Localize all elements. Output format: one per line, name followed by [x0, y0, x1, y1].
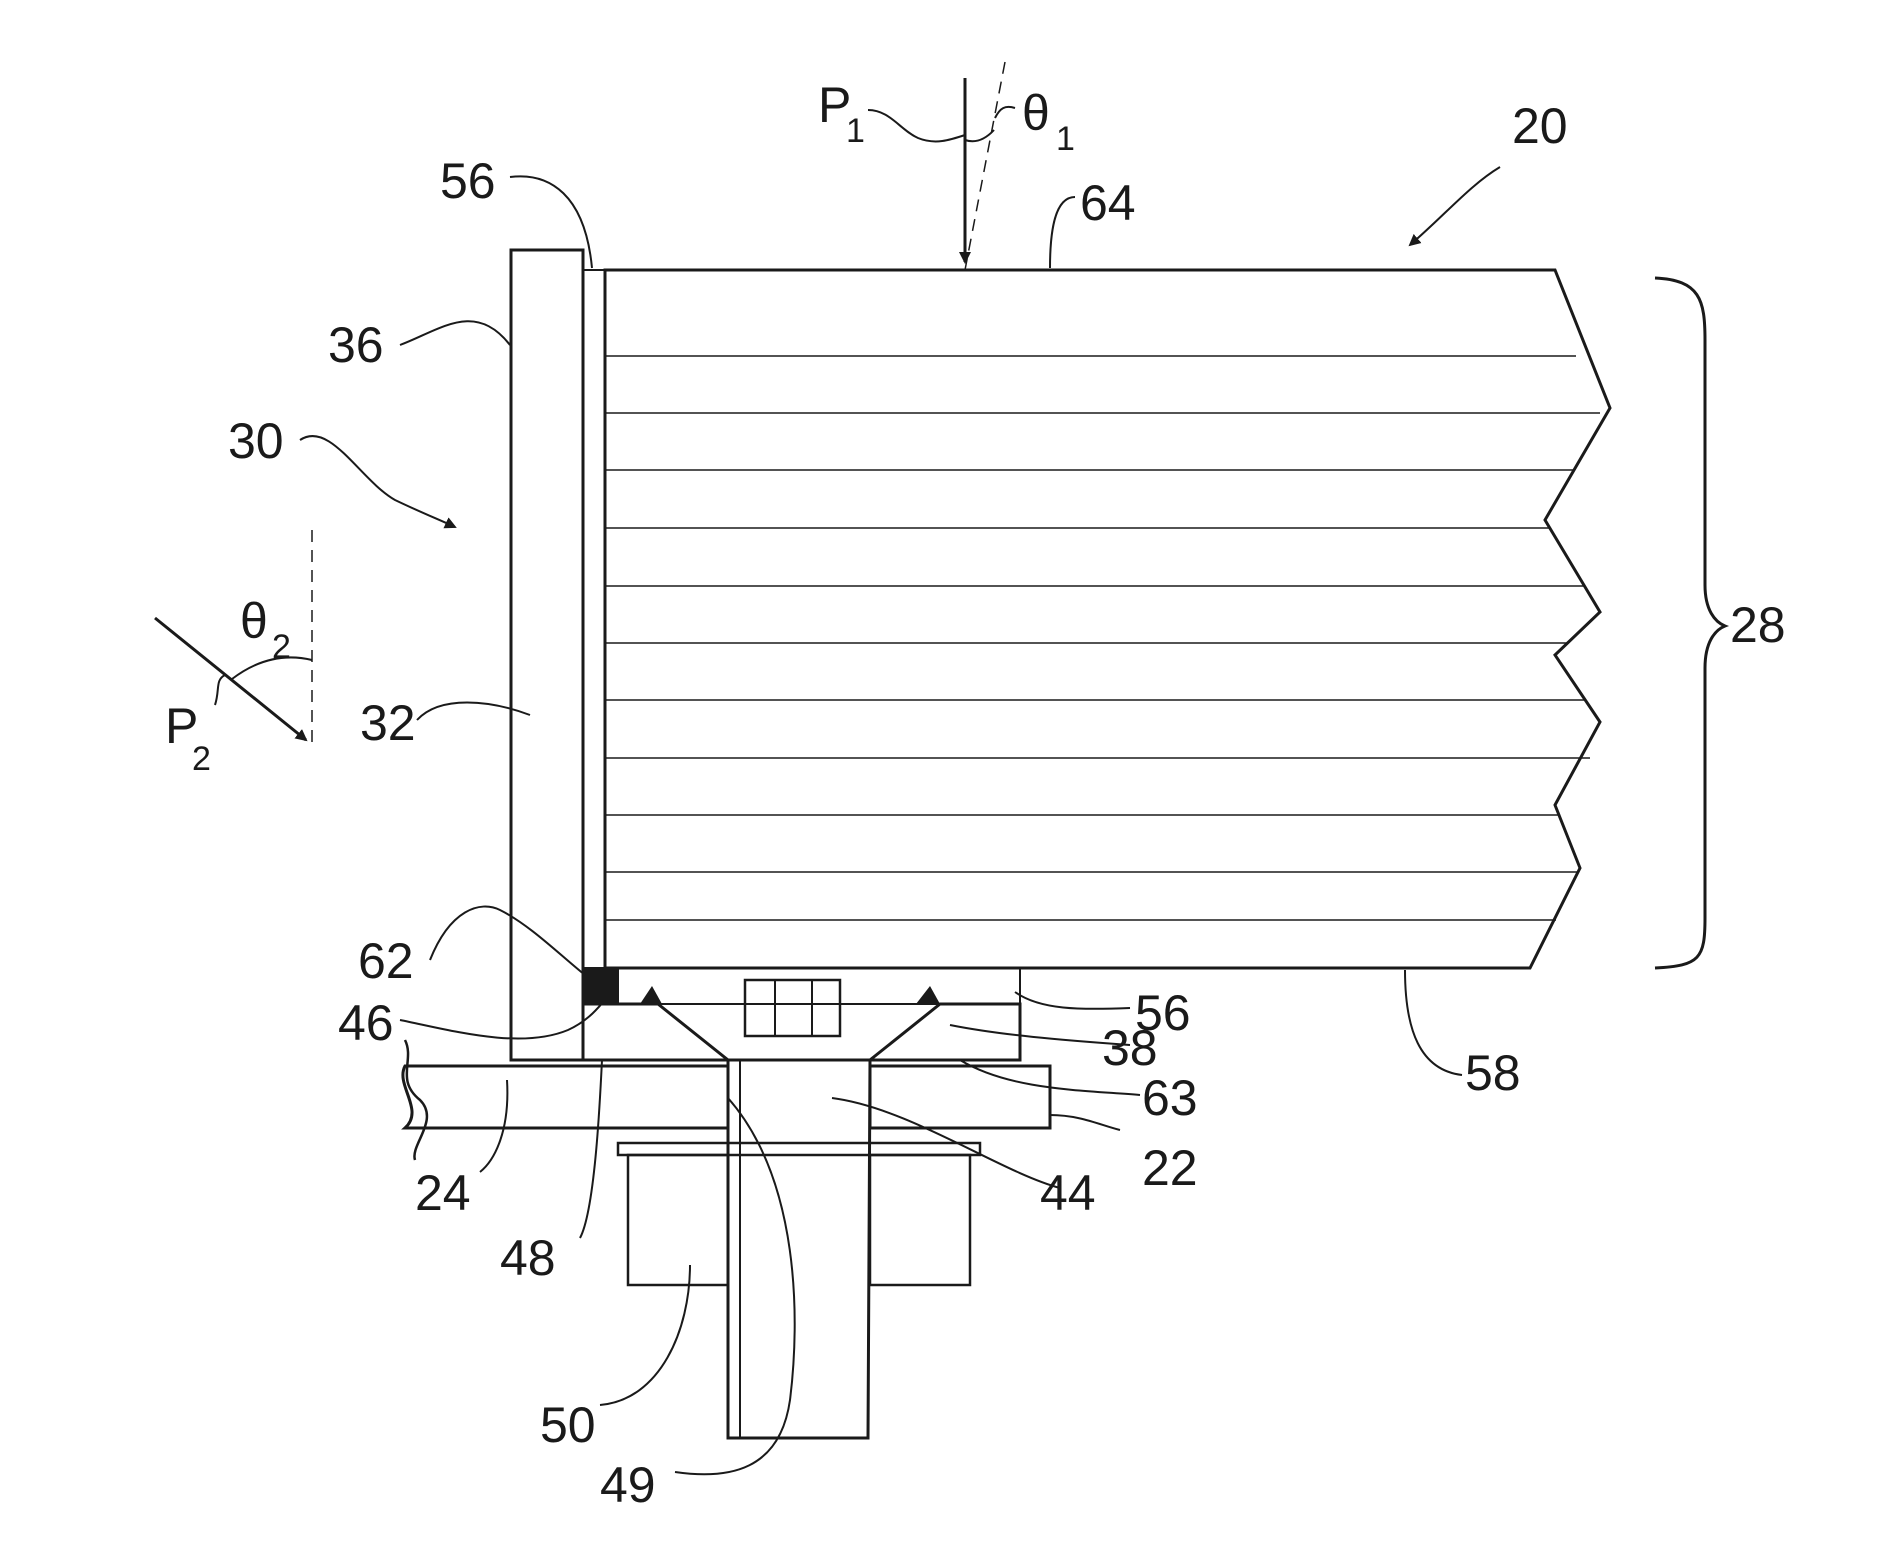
- countersink-right: [916, 986, 940, 1004]
- base-plate-right: [870, 1066, 1050, 1128]
- washer: [618, 1143, 980, 1155]
- base-plate-left: [403, 1066, 728, 1128]
- bracket-vertical-leg: [511, 250, 583, 1060]
- label-20: 20: [1512, 98, 1568, 154]
- nut-left: [628, 1155, 728, 1285]
- label-49: 49: [600, 1457, 656, 1513]
- label-36: 36: [328, 317, 384, 373]
- label-24: 24: [415, 1165, 471, 1221]
- adhesive-layer-vertical: [583, 270, 605, 968]
- label-48: 48: [500, 1230, 556, 1286]
- label-22: 22: [1142, 1140, 1198, 1196]
- label-50: 50: [540, 1397, 596, 1453]
- label-64: 64: [1080, 175, 1136, 231]
- label-46: 46: [338, 995, 394, 1051]
- label-56-top: 56: [440, 153, 496, 209]
- countersink-left: [640, 986, 662, 1004]
- label-theta2: θ: [240, 593, 268, 649]
- label-38: 38: [1102, 1020, 1158, 1076]
- theta1-reference-line: [965, 62, 1005, 270]
- label-theta2-subscript: 2: [272, 628, 291, 666]
- label-30: 30: [228, 413, 284, 469]
- bolt-shank: [728, 1060, 870, 1438]
- nut-right: [870, 1155, 970, 1285]
- bracket-horizontal-leg: [583, 1004, 728, 1060]
- stack-bracket: [1655, 278, 1725, 968]
- label-p2-subscript: 2: [192, 740, 211, 778]
- label-44: 44: [1040, 1165, 1096, 1221]
- label-32: 32: [360, 695, 416, 751]
- laminate-stack: [605, 270, 1610, 968]
- label-theta1: θ: [1022, 85, 1050, 141]
- fillet: [583, 968, 619, 1004]
- bolt-head: [745, 980, 840, 1036]
- label-63: 63: [1142, 1070, 1198, 1126]
- label-p1-subscript: 1: [846, 112, 865, 150]
- label-theta1-subscript: 1: [1056, 120, 1075, 158]
- label-62: 62: [358, 933, 414, 989]
- label-58: 58: [1465, 1045, 1521, 1101]
- label-28: 28: [1730, 597, 1786, 653]
